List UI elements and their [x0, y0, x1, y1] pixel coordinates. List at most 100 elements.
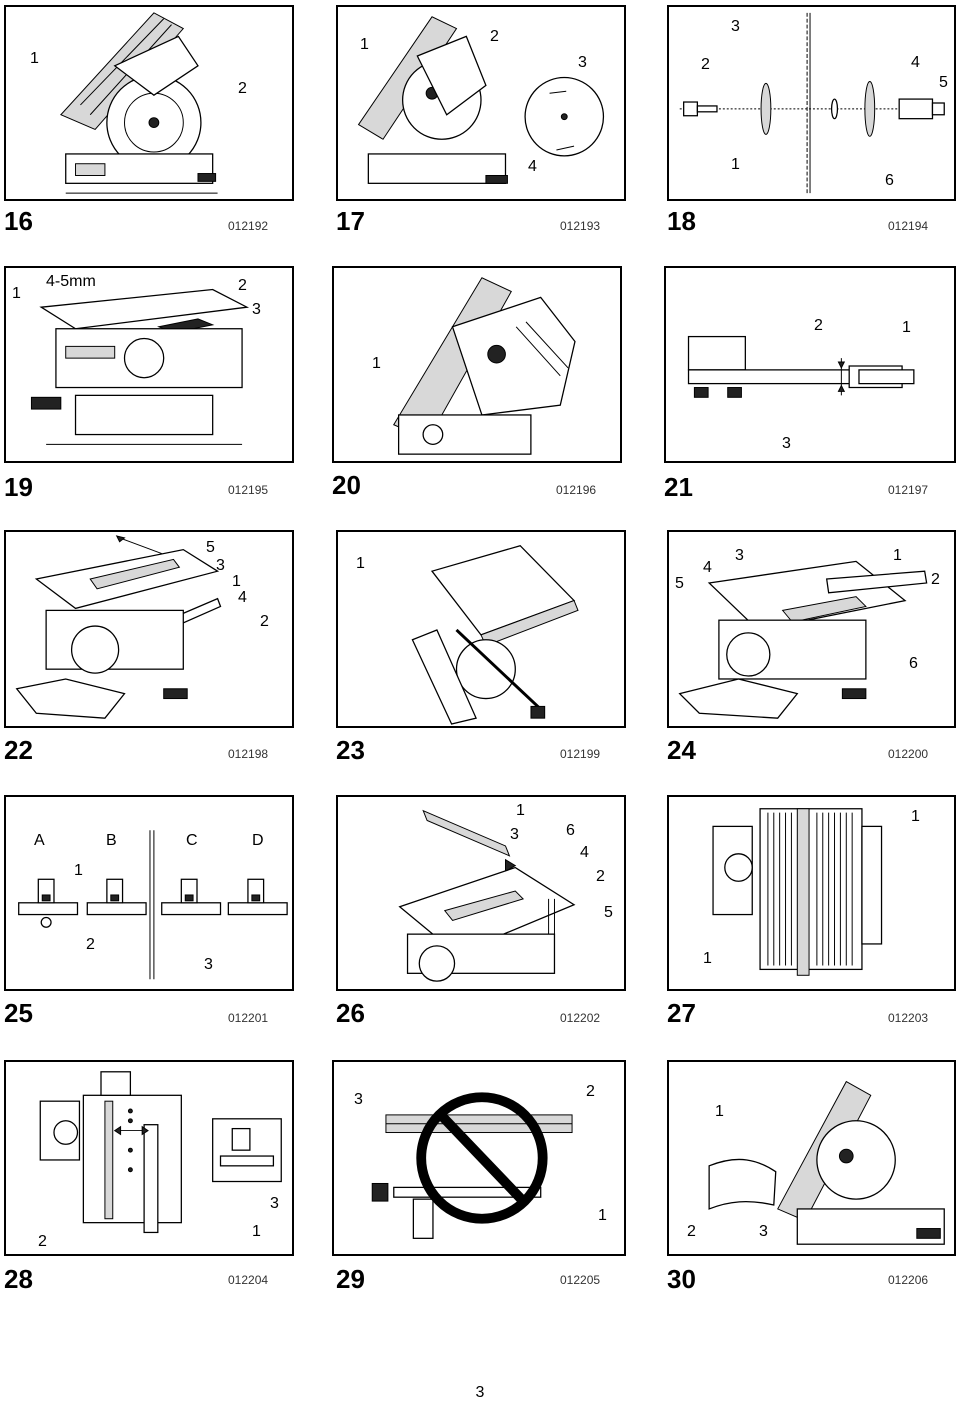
- callout-4: 4: [528, 158, 537, 175]
- callout-1: 1: [715, 1103, 724, 1120]
- page-number: 3: [475, 1384, 485, 1401]
- prohibited-use-drawing: [371, 1092, 573, 1239]
- callout-2: 2: [814, 317, 823, 334]
- figure-code: 012195: [228, 483, 269, 497]
- callout-3: 3: [216, 557, 225, 574]
- blade-cover-drawing: [357, 16, 605, 184]
- figure-number: 20: [332, 470, 361, 500]
- riving-knife-thickness-drawing: [687, 335, 915, 398]
- callout-3: 3: [759, 1223, 768, 1240]
- fence-parallel-adjust-drawing: [39, 1071, 282, 1234]
- callout-1: 1: [232, 573, 241, 590]
- callout-1: 1: [12, 285, 21, 302]
- callout-3: 3: [578, 54, 587, 71]
- label-d: D: [252, 832, 264, 849]
- callout-1: 1: [703, 950, 712, 967]
- callout-1: 1: [372, 355, 381, 372]
- callout-1: 1: [516, 802, 525, 819]
- label-a: A: [34, 832, 45, 849]
- figure-number: 16: [4, 206, 33, 236]
- figure-number: 18: [667, 206, 696, 236]
- figure-number: 23: [336, 735, 365, 765]
- rip-fence-table-drawing: [15, 535, 222, 719]
- callout-2: 2: [586, 1083, 595, 1100]
- callout-5: 5: [206, 539, 215, 556]
- callout-2: 2: [260, 613, 269, 630]
- figure-code: 012205: [560, 1273, 601, 1287]
- callout-3: 3: [510, 826, 519, 843]
- callout-2: 2: [931, 571, 940, 588]
- callout-4: 4: [238, 589, 247, 606]
- rip-fence-mounted-drawing: [678, 560, 928, 719]
- saw-with-workpiece-drawing: [708, 1080, 945, 1245]
- figure-number: 24: [667, 735, 696, 765]
- figure-29-illustration: 3 2 1: [332, 1060, 626, 1256]
- figure-code: 012203: [888, 1011, 929, 1025]
- callout-5: 5: [675, 575, 684, 592]
- figure-code: 012196: [556, 483, 597, 497]
- figure-code: 012206: [888, 1273, 929, 1287]
- prohibition-icon: [416, 1092, 548, 1224]
- figure-17-illustration: 1 2 3 4: [336, 5, 626, 201]
- figure-number: 19: [4, 472, 33, 502]
- figure-16-illustration: 1 2: [4, 5, 294, 201]
- figure-number: 25: [4, 998, 33, 1028]
- figure-code: 012198: [228, 747, 269, 761]
- table-underside-drawing: [411, 544, 579, 725]
- callout-3: 3: [204, 956, 213, 973]
- figure-22-illustration: 5 3 1 4 2: [4, 530, 294, 728]
- miter-saw-tilted-drawing: [60, 12, 218, 194]
- clearance-label: 4-5mm: [46, 273, 96, 290]
- figure-21-illustration: 2 1 3: [664, 266, 956, 463]
- figure-number: 22: [4, 735, 33, 765]
- table-top-clearance-drawing: [30, 288, 250, 445]
- callout-1: 1: [356, 555, 365, 572]
- figure-code: 012202: [560, 1011, 601, 1025]
- callout-1: 1: [902, 319, 911, 336]
- callout-1: 1: [911, 808, 920, 825]
- figure-number: 28: [4, 1264, 33, 1294]
- figure-code: 012197: [888, 483, 929, 497]
- figure-code: 012204: [228, 1273, 269, 1287]
- callout-1: 1: [74, 862, 83, 879]
- figure-25-illustration: A B C D 1 2 3: [4, 795, 294, 991]
- figure-code: 012192: [228, 219, 269, 233]
- figure-18-illustration: 3 2 4 5 1 6: [667, 5, 956, 201]
- callout-4: 4: [703, 559, 712, 576]
- figure-26-illustration: 1 3 6 4 2 5: [336, 795, 626, 991]
- figure-24-illustration: 4 3 1 5 2 6: [667, 530, 956, 728]
- callout-3: 3: [252, 301, 261, 318]
- label-b: B: [106, 832, 117, 849]
- callout-1: 1: [731, 156, 740, 173]
- figure-code: 012193: [560, 219, 601, 233]
- figure-30-illustration: 1 2 3: [667, 1060, 956, 1256]
- callout-2: 2: [490, 28, 499, 45]
- figure-19-illustration: 1 4-5mm 2 3: [4, 266, 294, 463]
- callout-5: 5: [939, 74, 948, 91]
- callout-4: 4: [911, 54, 920, 71]
- callout-3: 3: [270, 1195, 279, 1212]
- label-c: C: [186, 832, 198, 849]
- figure-28-illustration: 3 2 1: [4, 1060, 294, 1256]
- figure-27-illustration: 1 1: [667, 795, 956, 991]
- figure-20-illustration: 1: [332, 266, 622, 463]
- callout-4: 4: [580, 844, 589, 861]
- callout-6: 6: [566, 822, 575, 839]
- figure-code: 012199: [560, 747, 601, 761]
- callout-2: 2: [38, 1233, 47, 1250]
- callout-1: 1: [360, 36, 369, 53]
- fence-clamp-positions-drawing: [18, 830, 288, 980]
- callout-2: 2: [238, 80, 247, 97]
- figure-code: 012200: [888, 747, 929, 761]
- callout-1: 1: [598, 1207, 607, 1224]
- figure-number: 21: [664, 472, 693, 502]
- figure-number: 17: [336, 206, 365, 236]
- callout-3: 3: [731, 18, 740, 35]
- callout-3: 3: [782, 435, 791, 452]
- callout-2: 2: [238, 277, 247, 294]
- blade-assembly-exploded-drawing: [679, 12, 945, 194]
- figure-number: 26: [336, 998, 365, 1028]
- callout-3: 3: [354, 1091, 363, 1108]
- callout-2: 2: [86, 936, 95, 953]
- callout-2: 2: [596, 868, 605, 885]
